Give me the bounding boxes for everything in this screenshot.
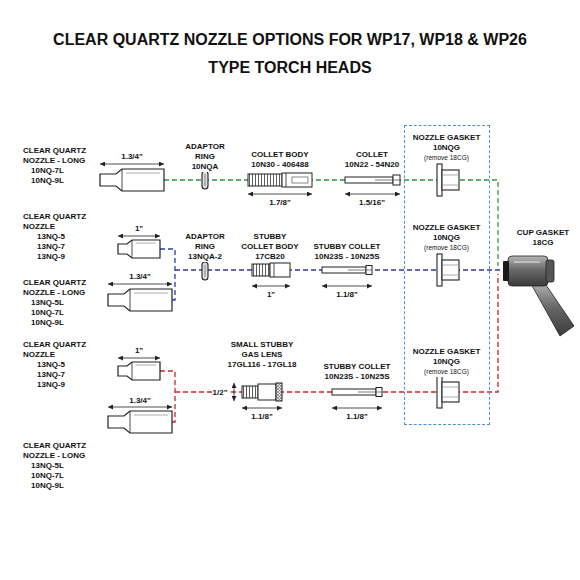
part-label: 1" bbox=[134, 224, 144, 234]
gasket-label: (remove 18CG) bbox=[424, 153, 469, 163]
part-label: 1.3/4" bbox=[120, 152, 144, 162]
part-label: 17CB20 bbox=[254, 252, 285, 262]
part-label: 10NQ-9L bbox=[30, 481, 65, 491]
gasket-label: NOZZLE GASKET bbox=[413, 347, 481, 357]
part-label: 1.7/8" bbox=[268, 198, 292, 208]
quartz-nozzle-long bbox=[100, 169, 164, 191]
adaptor-ring bbox=[202, 262, 208, 280]
part-label: 1.3/4" bbox=[128, 272, 152, 282]
quartz-nozzle bbox=[118, 240, 160, 258]
gasket-label: 10NQG bbox=[433, 143, 460, 153]
part-label: CUP GASKET bbox=[516, 228, 570, 238]
part-label: COLLET BODY bbox=[250, 150, 309, 160]
nozzle-gasket bbox=[437, 254, 459, 286]
part-label: CLEAR QUARTZ NOZZLE - LONG bbox=[22, 441, 99, 461]
part-label: 1.3/4" bbox=[128, 396, 152, 406]
stubby-collet bbox=[322, 266, 372, 275]
part-label: 18CG bbox=[532, 238, 555, 248]
red-wire bbox=[175, 274, 498, 392]
part-label: 10NQ-7L bbox=[30, 166, 65, 176]
gasket-label: NOZZLE GASKET bbox=[413, 133, 481, 143]
part-label: STUBBY COLLET bbox=[323, 362, 392, 372]
part-label: CLEAR QUARTZ NOZZLE bbox=[22, 212, 96, 232]
part-label: 13NQ-5L bbox=[30, 298, 65, 308]
green-wire bbox=[164, 180, 498, 266]
part-label: 10N23S - 10N25S bbox=[314, 252, 381, 262]
dimension-lines bbox=[100, 164, 400, 408]
gasket-label: (remove 18CG) bbox=[424, 367, 469, 377]
part-label: 13NQ-9 bbox=[36, 252, 66, 262]
stubby-collet bbox=[332, 388, 382, 397]
part-label: STUBBY COLLET BODY bbox=[238, 232, 302, 252]
nozzle-gasket bbox=[437, 164, 459, 196]
stubby-collet-body bbox=[252, 263, 290, 277]
part-label: COLLET bbox=[355, 150, 389, 160]
part-label: CLEAR QUARTZ NOZZLE bbox=[22, 340, 96, 360]
part-label: 13NQ-7 bbox=[36, 242, 66, 252]
part-label: 10N22 - 54N20 bbox=[344, 160, 400, 170]
part-label: ADAPTOR RING bbox=[182, 142, 228, 162]
quartz-nozzle-long bbox=[108, 411, 172, 433]
collet bbox=[345, 175, 400, 185]
torch-head bbox=[503, 256, 574, 336]
part-label: CLEAR QUARTZ NOZZLE - LONG bbox=[22, 146, 99, 166]
part-label: 1" bbox=[134, 346, 144, 356]
quartz-nozzle bbox=[118, 362, 160, 380]
part-label: 10NQ-9L bbox=[30, 176, 65, 186]
part-label: 1.1/8" bbox=[250, 412, 274, 422]
part-label: 13NQ-5L bbox=[30, 461, 65, 471]
part-label: 1/2" bbox=[212, 388, 229, 398]
part-label: 17GL116 - 17GL18 bbox=[227, 360, 298, 370]
torch-parts bbox=[100, 164, 459, 433]
part-label: 10NQ-9L bbox=[30, 318, 65, 328]
part-label: 13NQ-7 bbox=[36, 370, 66, 380]
part-label: 10NQ-7L bbox=[30, 471, 65, 481]
part-label: 10N23S - 10N25S bbox=[324, 372, 391, 382]
nozzle-gasket bbox=[437, 376, 459, 408]
part-label: 1.5/16" bbox=[358, 198, 386, 208]
part-label: SMALL STUBBY GAS LENS bbox=[225, 340, 299, 360]
part-label: 13NQA-2 bbox=[187, 252, 223, 262]
quartz-nozzle-long bbox=[108, 289, 172, 311]
dashed-wires bbox=[160, 180, 505, 422]
part-label: 10NQ-7L bbox=[30, 308, 65, 318]
part-label: 10N30 - 406488 bbox=[250, 160, 309, 170]
part-label: 1.1/8" bbox=[345, 412, 369, 422]
diagram-title: CLEAR QUARTZ NOZZLE OPTIONS FOR WP17, WP… bbox=[30, 26, 550, 82]
adaptor-ring bbox=[202, 171, 208, 189]
part-label: 13NQ-5 bbox=[36, 232, 66, 242]
collet-body bbox=[248, 173, 312, 187]
part-label: ADAPTOR RING bbox=[182, 232, 228, 252]
cup-gasket bbox=[503, 261, 509, 281]
gasket-label: 10NQG bbox=[433, 233, 460, 243]
part-label: 13NQ-5 bbox=[36, 360, 66, 370]
part-label: 10NQA bbox=[191, 162, 220, 172]
part-label: CLEAR QUARTZ NOZZLE - LONG bbox=[22, 278, 99, 298]
part-label: STUBBY COLLET bbox=[313, 242, 382, 252]
part-label: 13NQ-9 bbox=[36, 380, 66, 390]
gasket-label: NOZZLE GASKET bbox=[413, 223, 481, 233]
gasket-label: (remove 18CG) bbox=[424, 243, 469, 253]
gasket-group-box: NOZZLE GASKET10NQG(remove 18CG)NOZZLE GA… bbox=[404, 125, 490, 425]
gas-lens bbox=[242, 383, 282, 401]
part-label: 1.1/8" bbox=[335, 290, 359, 300]
gasket-label: 10NQG bbox=[433, 357, 460, 367]
part-label: 1" bbox=[266, 290, 276, 300]
